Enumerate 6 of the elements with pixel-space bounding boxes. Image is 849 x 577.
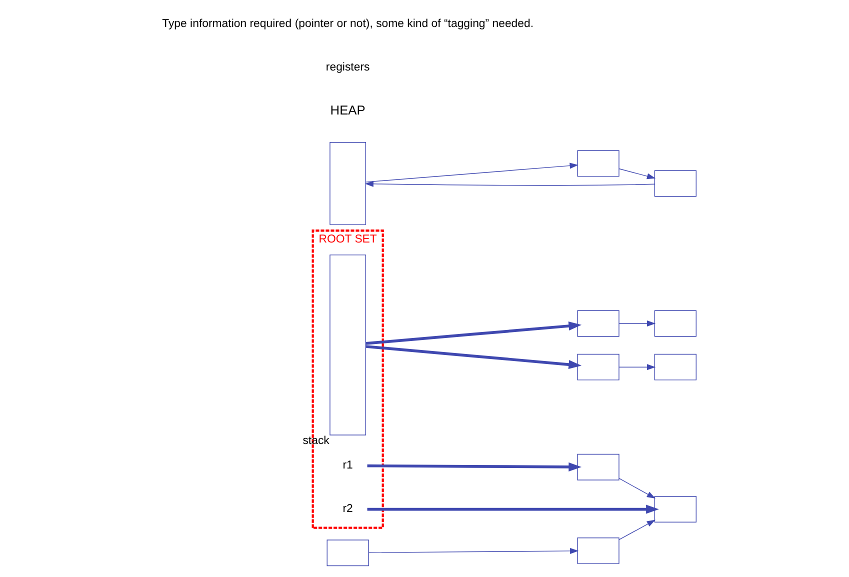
node-text: r2 bbox=[342, 502, 352, 515]
node-text: r1 bbox=[342, 459, 352, 472]
label: Type information required (pointer or not), some kind of “tagging” needed. bbox=[162, 18, 534, 30]
label: registers bbox=[325, 61, 370, 74]
label: HEAP bbox=[330, 102, 365, 118]
node-label: stack bbox=[302, 435, 329, 448]
